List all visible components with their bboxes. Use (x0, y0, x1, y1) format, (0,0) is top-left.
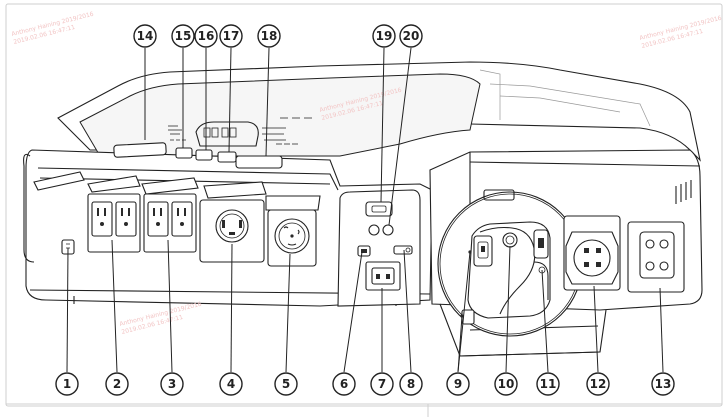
callout-5: 5 (274, 372, 298, 396)
callout-19: 19 (372, 24, 396, 48)
callout-1: 1 (55, 372, 79, 396)
center-port-panel (337, 189, 421, 307)
callout-8: 8 (399, 372, 423, 396)
svg-text:7: 7 (378, 377, 386, 391)
callout-13: 13 (651, 372, 675, 396)
detail-socket-9 (473, 235, 493, 267)
callout-3: 3 (160, 372, 184, 396)
connector-13 (627, 221, 685, 293)
connector-12 (563, 215, 621, 291)
svg-text:20: 20 (403, 29, 420, 43)
port-8 (393, 245, 413, 255)
ac-outlet-bay (33, 171, 321, 267)
svg-text:3: 3 (168, 377, 176, 391)
svg-text:4: 4 (227, 377, 235, 391)
leader-lines (66, 47, 664, 373)
svg-text:15: 15 (175, 29, 192, 43)
svg-text:10: 10 (498, 377, 515, 391)
duplex-socket-3b (171, 201, 193, 237)
callout-15: 15 (171, 24, 195, 48)
port-pair-20 (368, 224, 394, 236)
callout-20: 20 (399, 24, 423, 48)
display-digits (203, 127, 237, 138)
callouts-top: 14 15 16 17 18 19 20 (133, 24, 423, 48)
callouts-bottom: 1 2 3 4 5 6 7 8 9 10 11 12 13 (55, 372, 675, 396)
callout-16: 16 (194, 24, 218, 48)
svg-text:5: 5 (282, 377, 290, 391)
callout-18: 18 (257, 24, 281, 48)
svg-text:13: 13 (655, 377, 672, 391)
duplex-socket-2a (91, 201, 113, 237)
svg-text:6: 6 (340, 377, 348, 391)
svg-text:1: 1 (63, 377, 71, 391)
callout-12: 12 (586, 372, 610, 396)
callout-10: 10 (494, 372, 518, 396)
duplex-socket-3a (147, 201, 169, 237)
callout-6: 6 (332, 372, 356, 396)
svg-text:17: 17 (223, 29, 240, 43)
magnified-detail (437, 189, 583, 337)
svg-text:16: 16 (198, 29, 215, 43)
port-7 (365, 261, 401, 291)
detail-plug-11 (533, 229, 549, 300)
svg-text:11: 11 (540, 377, 557, 391)
panel-indicator-ticks (168, 117, 312, 145)
callout-4: 4 (219, 372, 243, 396)
callout-7: 7 (370, 372, 394, 396)
outlet-group-3 (143, 193, 197, 253)
round-outlet-twistlock (274, 218, 310, 254)
svg-text:14: 14 (137, 29, 154, 43)
callout-14: 14 (133, 24, 157, 48)
callout-17: 17 (219, 24, 243, 48)
svg-text:8: 8 (407, 377, 415, 391)
outlet-group-2 (87, 193, 141, 253)
callout-2: 2 (105, 372, 129, 396)
svg-text:19: 19 (376, 29, 393, 43)
callout-9: 9 (446, 372, 470, 396)
duplex-socket-2b (115, 201, 137, 237)
callout-11: 11 (536, 372, 560, 396)
svg-text:12: 12 (590, 377, 607, 391)
port-19 (365, 201, 393, 217)
svg-text:2: 2 (113, 377, 121, 391)
round-outlet-30a (215, 209, 249, 243)
svg-text:9: 9 (454, 377, 462, 391)
figure-frame (5, 3, 723, 407)
top-control-panel (113, 117, 312, 169)
svg-text:18: 18 (261, 29, 278, 43)
